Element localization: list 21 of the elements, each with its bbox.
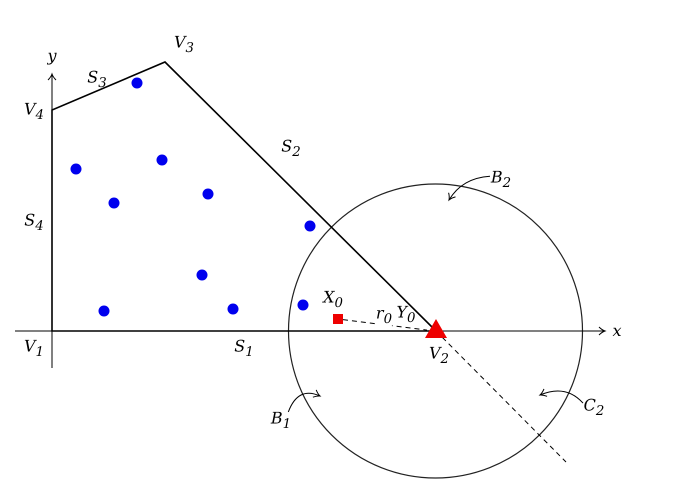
vertex-label: V$_{1}$ — [24, 338, 44, 360]
side-label: S$_{4}$ — [24, 212, 44, 234]
axis-label: y — [47, 48, 57, 64]
side-label: S$_{1}$ — [234, 338, 254, 360]
point-label: X$_{0}$ — [323, 290, 343, 310]
triangle-marker — [425, 319, 447, 338]
side-label: S$_{2}$ — [281, 138, 301, 160]
region-label: B$_{1}$ — [270, 410, 292, 432]
dashed-line — [342, 319, 428, 331]
square-marker — [333, 314, 343, 324]
point-label: Y$_{0}$ — [396, 304, 416, 326]
vertex-label: V$_{4}$ — [24, 102, 44, 122]
leader-line — [448, 176, 490, 200]
axis-label: x — [612, 323, 622, 339]
point-label: V$_{2}$ — [428, 346, 450, 366]
vertex-label: V$_{3}$ — [174, 34, 194, 56]
leader-line — [288, 390, 320, 412]
region-label: B$_{2}$ — [490, 170, 512, 190]
side-label: S$_{3}$ — [87, 70, 107, 90]
region-label: C$_{2}$ — [584, 398, 604, 418]
leader-line — [540, 388, 584, 404]
